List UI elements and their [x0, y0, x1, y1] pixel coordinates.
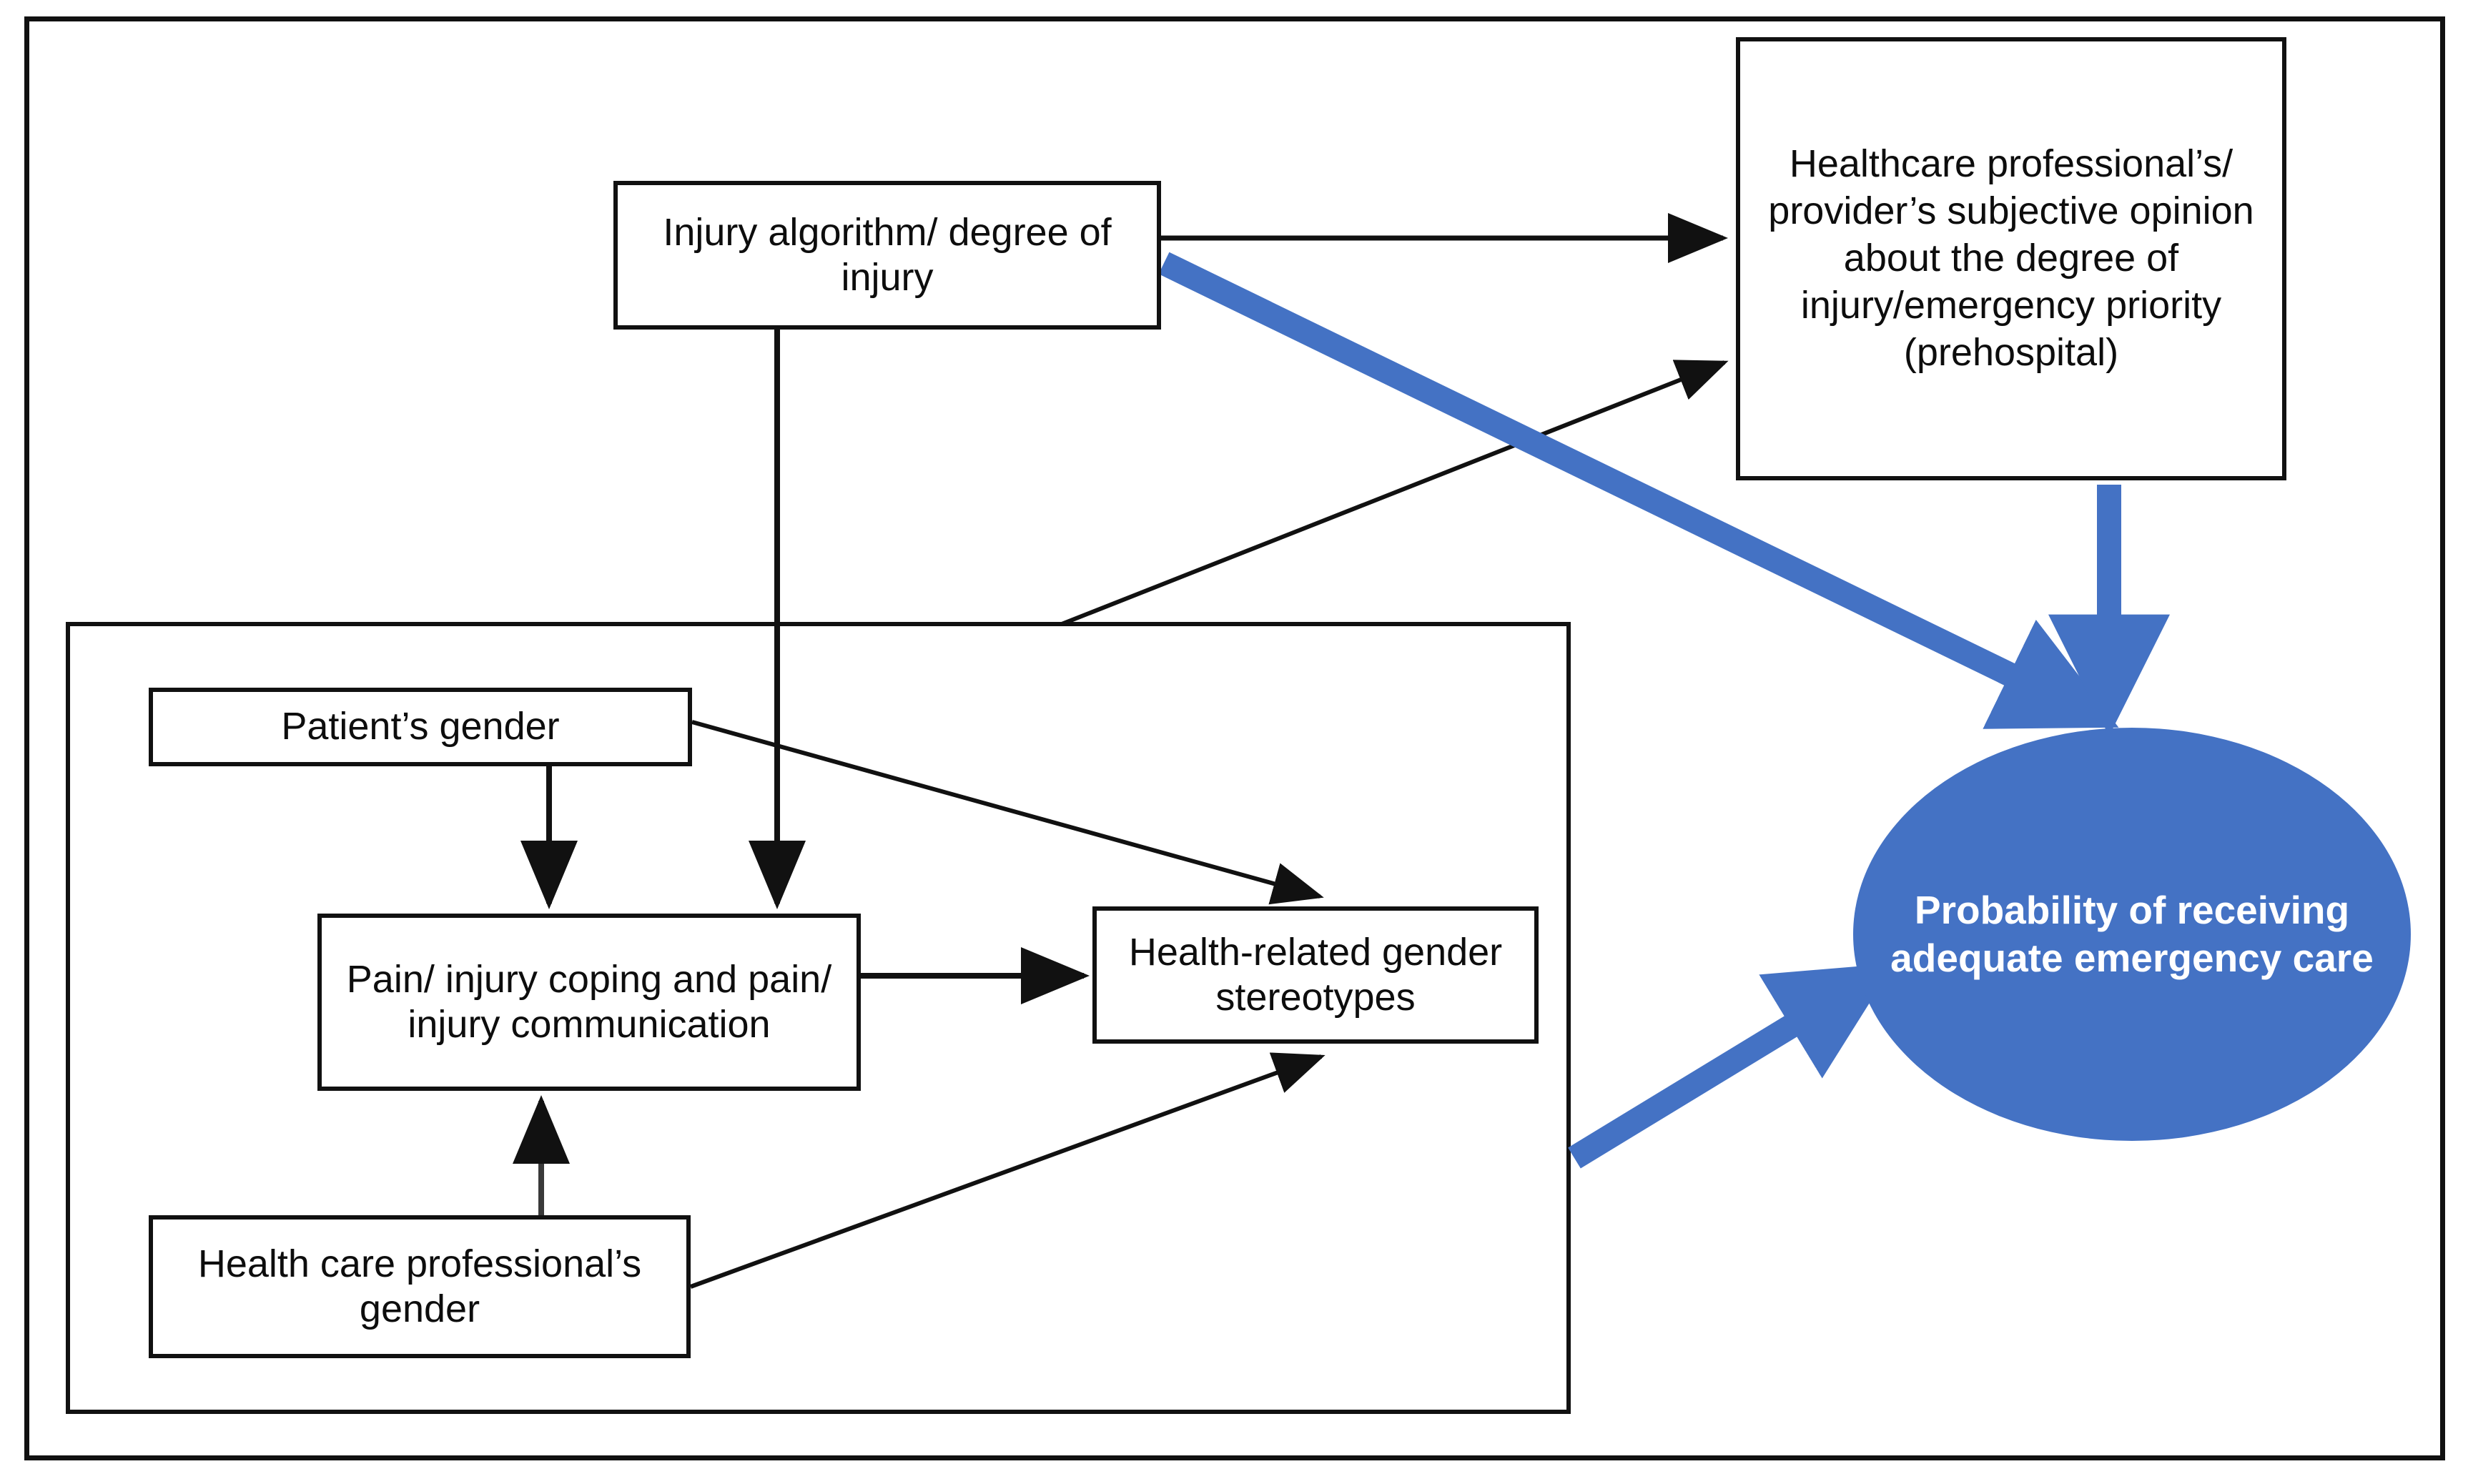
node-health-related-gender-stereotypes[interactable]: Health-related gender stereotypes — [1092, 906, 1539, 1044]
node-health-related-gender-stereotypes-label: Health-related gender stereotypes — [1128, 930, 1503, 1019]
node-patient-gender[interactable]: Patient’s gender — [149, 688, 692, 766]
node-healthcare-professional-opinion[interactable]: Healthcare professional’s/ provider’s su… — [1736, 37, 2286, 480]
node-healthcare-professional-opinion-label: Healthcare professional’s/ provider’s su… — [1768, 142, 2254, 374]
node-health-care-professional-gender[interactable]: Health care professional’s gender — [149, 1215, 691, 1358]
node-pain-injury-coping-communication[interactable]: Pain/ injury coping and pain/ injury com… — [317, 914, 861, 1091]
node-injury-algorithm-label: Injury algorithm/ degree of injury — [663, 210, 1112, 299]
node-outcome-probability-ellipse[interactable]: Probability of receiving adequate emerge… — [1853, 728, 2411, 1141]
node-pain-injury-coping-communication-label: Pain/ injury coping and pain/ injury com… — [346, 957, 832, 1046]
node-outcome-probability-label: Probability of receiving adequate emerge… — [1890, 887, 2374, 980]
outer-frame-border — [24, 16, 2445, 1460]
node-patient-gender-label: Patient’s gender — [281, 705, 560, 748]
node-health-care-professional-gender-label: Health care professional’s gender — [197, 1242, 642, 1330]
node-injury-algorithm[interactable]: Injury algorithm/ degree of injury — [613, 181, 1161, 330]
